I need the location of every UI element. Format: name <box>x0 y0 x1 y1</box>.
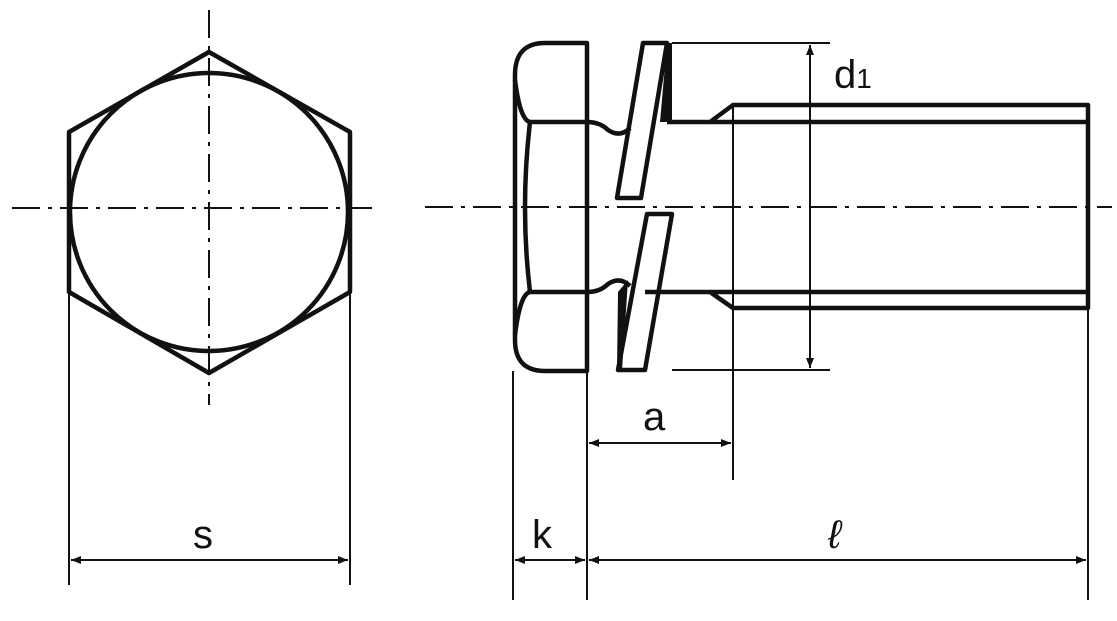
neck-fillet <box>586 119 632 136</box>
head-facet <box>512 289 587 336</box>
head-facet <box>512 79 587 125</box>
threaded-shank <box>645 102 1091 311</box>
dimension-s-label: s <box>193 513 213 557</box>
washer-gap-fill <box>660 43 672 122</box>
spring-washer-lower <box>615 211 675 373</box>
washer-gap-fill <box>617 280 628 370</box>
dimension-l-label: ℓ <box>827 513 843 557</box>
spring-washer-upper <box>614 40 670 201</box>
hex-front-view: s <box>12 10 372 585</box>
head-facet <box>522 121 533 293</box>
dimension-a-label: a <box>643 395 666 439</box>
bolt-side-view: d1 a k ℓ <box>425 40 1112 600</box>
dimension-k-label: k <box>532 513 553 557</box>
bolt-head <box>512 40 590 374</box>
dimension-d1-label: d1 <box>834 53 872 97</box>
neck-fillet <box>586 278 632 295</box>
